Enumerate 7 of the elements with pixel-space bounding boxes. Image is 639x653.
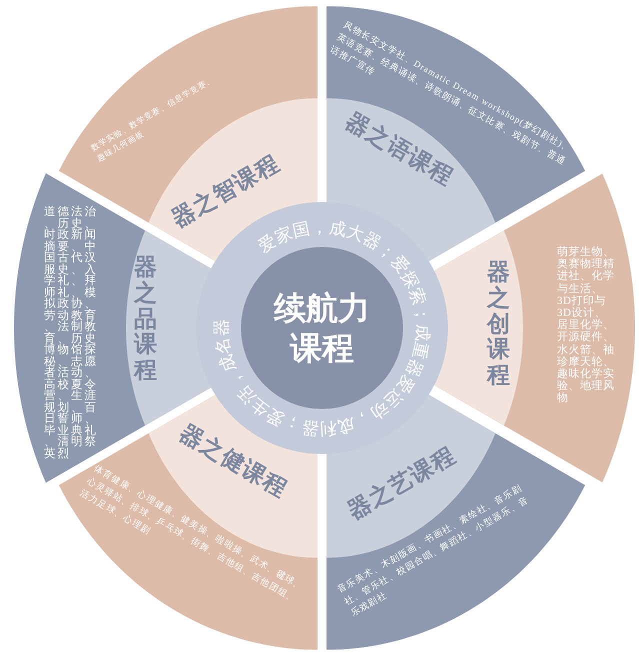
activity-text: 道德法治、历史、时政新闻摘要、中国古代汉服史、入学礼、拜师礼、模拟政协、劳动教育、法制教育、历史博物馆探秘、志愿者活动、高校夏令营、生涯规划、百日誓师、毕业典礼、清明祭英烈: [44, 207, 99, 460]
activity-text: 数学实验、数学竞赛、信息学竞赛、趣味几何画板: [88, 74, 217, 165]
segment-title: 器之品课程: [132, 256, 159, 384]
activity-text: 萌芽生物、奥赛物理精进社、化学与生活、3D打印与3D设计、居里化学、开源硬件、水火箭、袖珍摩天轮、趣味化学实验、地理风物: [557, 246, 615, 405]
segment-title: 器之艺课程: [344, 444, 460, 524]
segment-title: 器之创课程: [486, 260, 512, 390]
segment-title: 器之语课程: [341, 110, 457, 190]
